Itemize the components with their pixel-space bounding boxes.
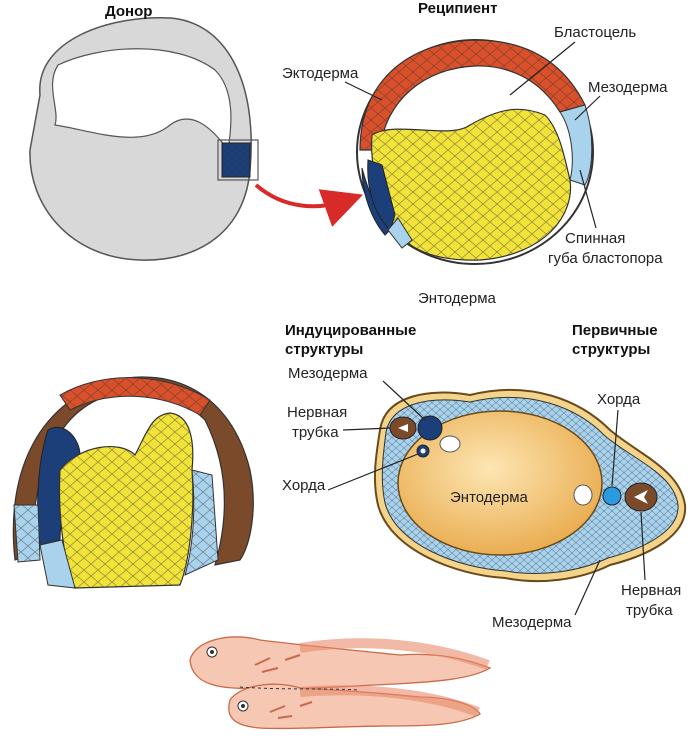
ectoderm-leader — [344, 81, 383, 101]
mesoderm-left-leader — [382, 380, 426, 421]
recipient-embryo — [356, 39, 594, 265]
notochord-right-leader — [611, 409, 619, 487]
induced-title-line2: структуры — [285, 341, 363, 358]
mesoderm-left-label: Мезодерма — [288, 365, 368, 382]
neural-tube-right-line1: Нервная — [621, 582, 681, 599]
mesoderm-top-leader — [574, 95, 601, 121]
recipient-title: Реципиент — [418, 0, 497, 17]
donor-graft-frame — [217, 139, 259, 181]
induced-title-line1: Индуцированные — [285, 322, 416, 339]
neural-tube-right-line2: трубка — [626, 602, 673, 619]
primary-title-line2: структуры — [572, 341, 650, 358]
notochord-left-leader — [327, 453, 419, 491]
cross-section — [373, 388, 687, 583]
mesoderm-bottom-leader — [574, 559, 601, 616]
gastrula-embryo — [12, 376, 254, 589]
mesoderm-bottom-label: Мезодерма — [492, 614, 572, 631]
endoderm-center-label: Энтодерма — [450, 489, 529, 506]
mesoderm-top-label: Мезодерма — [588, 79, 668, 96]
dorsal-lip-label-line1: Спинная — [565, 230, 625, 247]
donor-title: Донор — [105, 3, 152, 20]
neural-tube-left-line1: Нервная — [287, 404, 347, 421]
notochord-left-label: Хорда — [282, 477, 326, 494]
dorsal-lip-leader — [579, 169, 597, 229]
transfer-arrow — [254, 183, 364, 227]
primary-notochord — [602, 486, 622, 506]
notochord-right-label: Хорда — [597, 391, 641, 408]
primary-title-line1: Первичные — [572, 322, 658, 339]
ectoderm-label: Эктодерма — [282, 65, 359, 82]
neural-tube-right-leader — [640, 511, 646, 581]
neural-tube-left-leader — [342, 427, 391, 431]
dorsal-lip-label-line2: губа бластопора — [548, 250, 663, 267]
twin-tadpole — [189, 636, 492, 730]
endoderm-top-label: Энтодерма — [418, 290, 497, 307]
donor-embryo — [29, 17, 259, 261]
blastocoel-leader — [509, 41, 576, 96]
blastocoel-label: Бластоцель — [554, 24, 636, 41]
neural-tube-left-line2: трубка — [292, 424, 339, 441]
